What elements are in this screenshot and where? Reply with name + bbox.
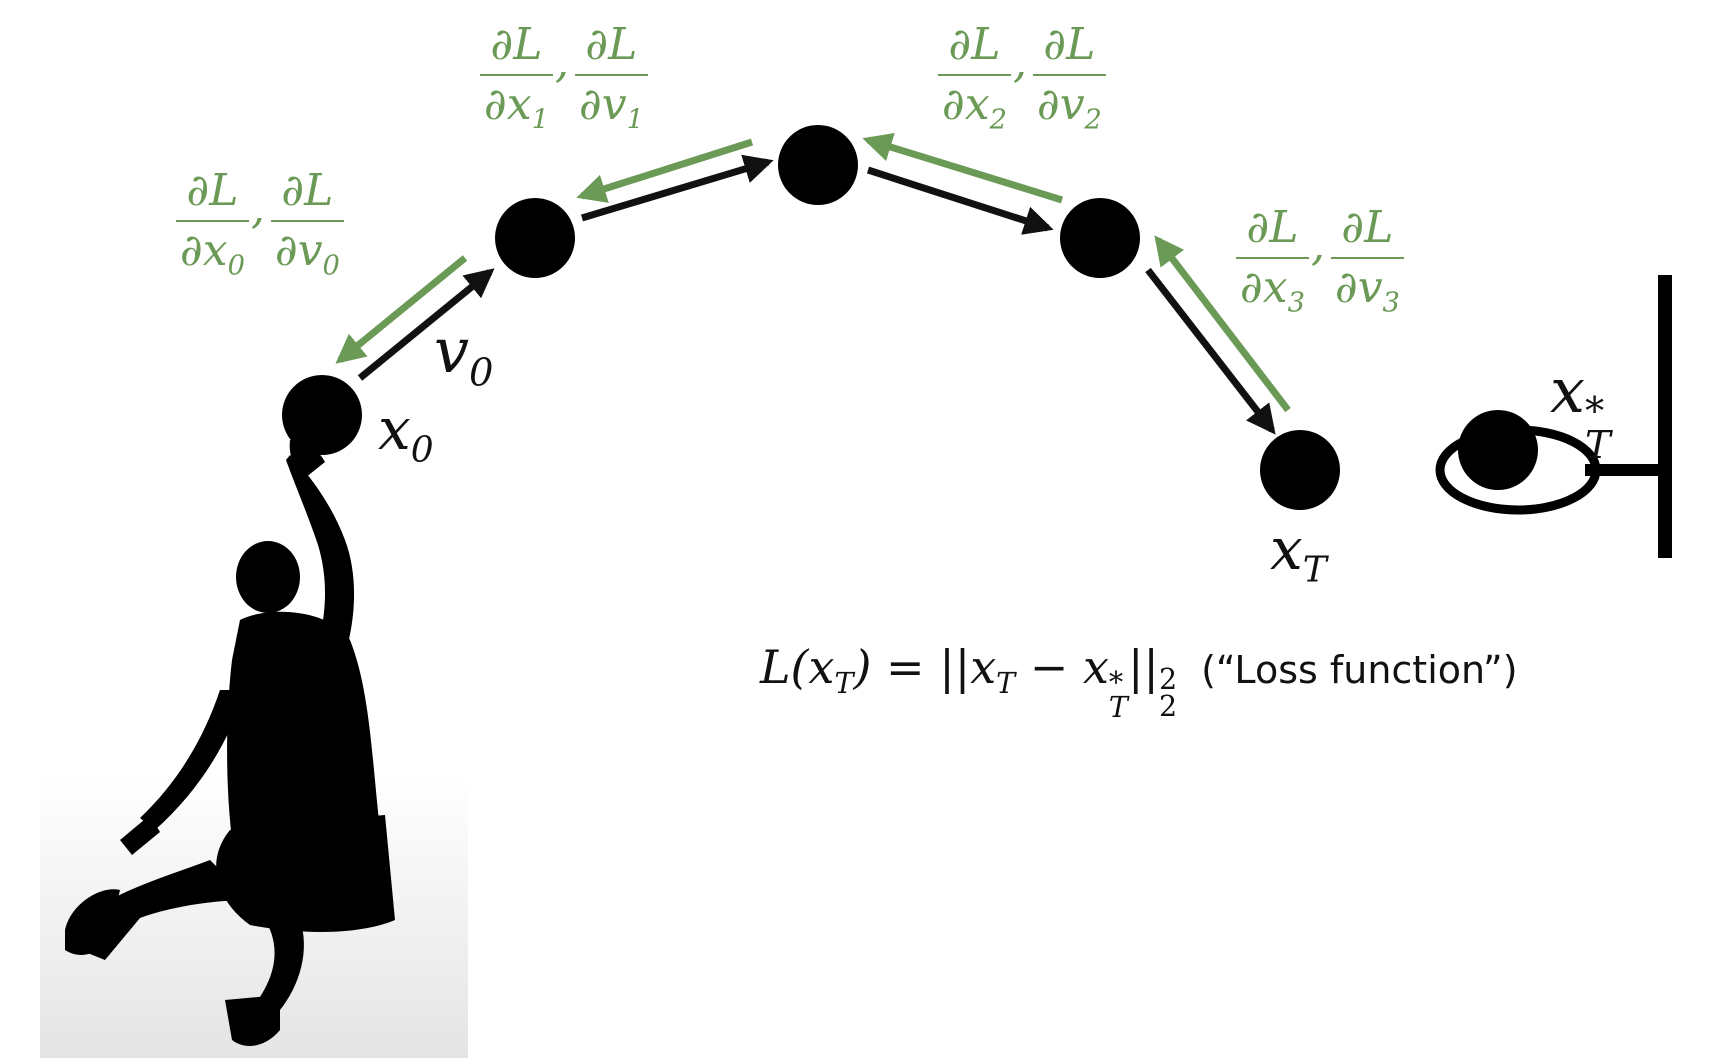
loss-function-note: (“Loss function”) <box>1201 648 1518 692</box>
basketball-hoop <box>1435 275 1672 558</box>
ball-target <box>1458 410 1538 490</box>
gradient-arrow-2 <box>862 132 1064 204</box>
gradient-label-2: ∂L∂x2 , ∂L∂v2 <box>938 21 1106 135</box>
forward-arrow-3 <box>1145 267 1276 435</box>
label-x0: x0 <box>378 395 434 471</box>
ball-x0 <box>282 375 362 455</box>
ball-x2 <box>778 125 858 205</box>
gradient-label-1: ∂L∂x1 , ∂L∂v1 <box>480 21 648 135</box>
gradient-arrow-3 <box>1154 235 1291 413</box>
label-xT: xT <box>1270 515 1327 591</box>
gradient-arrows <box>335 132 1291 413</box>
label-xT-star: x*T <box>1550 354 1611 469</box>
gradient-label-0: ∂L∂x0 , ∂L∂v0 <box>176 167 344 281</box>
forward-arrow-0 <box>357 268 495 381</box>
ball-xT <box>1260 430 1340 510</box>
ball-x3 <box>1060 198 1140 278</box>
forward-arrow-2 <box>866 166 1054 235</box>
basketball-player-silhouette <box>65 440 395 1046</box>
gradient-label-3: ∂L∂x3 , ∂L∂v3 <box>1236 204 1404 318</box>
label-v0: v0 <box>434 314 494 396</box>
forward-arrows <box>357 154 1276 435</box>
forward-arrow-1 <box>580 154 774 222</box>
gradient-arrow-1 <box>576 138 754 203</box>
gradient-arrow-0 <box>335 255 468 364</box>
rim-bracket <box>1585 464 1663 476</box>
backboard <box>1658 275 1672 558</box>
ball-x1 <box>495 198 575 278</box>
